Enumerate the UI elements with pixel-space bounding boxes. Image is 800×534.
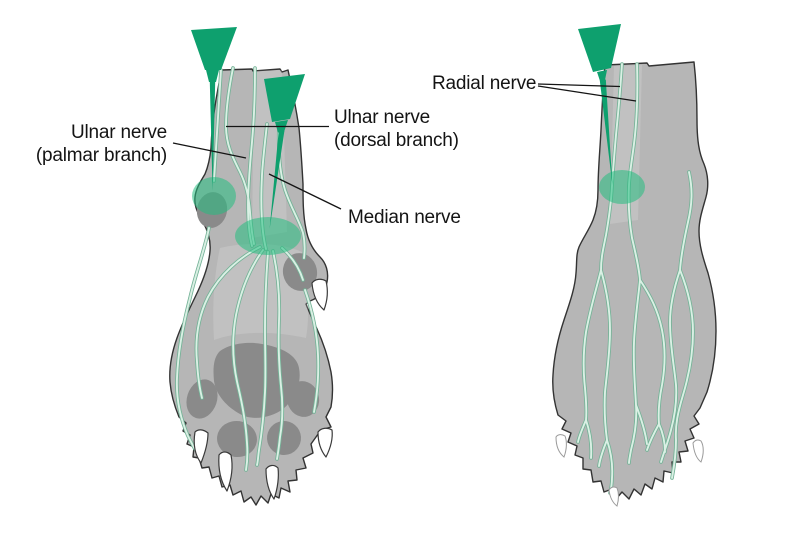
- syringe-body: [578, 24, 621, 72]
- claw: [555, 434, 567, 458]
- dewclaw: [311, 278, 328, 311]
- label-ulnar-palmar-line2: (palmar branch): [36, 145, 167, 166]
- label-ulnar-palmar-line1: Ulnar nerve: [71, 122, 167, 143]
- leader-line: [172, 142, 247, 159]
- claw: [265, 464, 279, 500]
- label-radial-nerve: Radial nerve: [432, 73, 536, 94]
- injection-site-highlight: [599, 170, 645, 204]
- syringe-body: [264, 74, 305, 122]
- syringe-needle: [599, 79, 613, 185]
- syringe-hub: [597, 70, 607, 81]
- annotations: Ulnar nerve (palmar branch) Ulnar nerve …: [36, 73, 637, 228]
- syringe-icon: [578, 24, 621, 185]
- claw: [193, 429, 209, 464]
- dorsal-view-paw: [552, 24, 717, 507]
- claw: [218, 451, 233, 492]
- injection-site-highlight: [235, 217, 301, 255]
- label-ulnar-dorsal-line2: (dorsal branch): [334, 130, 459, 151]
- label-ulnar-dorsal-line1: Ulnar nerve: [334, 107, 430, 128]
- claw: [608, 486, 619, 507]
- digital-pad: [286, 381, 320, 417]
- palmar-view-paw: [169, 27, 334, 506]
- syringe-hub: [206, 70, 219, 82]
- label-median-nerve: Median nerve: [348, 207, 461, 228]
- leader-line: [537, 83, 621, 88]
- claw: [692, 439, 704, 463]
- injection-site-highlight: [192, 177, 236, 215]
- claw: [317, 427, 333, 458]
- leader-line: [537, 85, 637, 102]
- syringe-needle: [269, 131, 285, 229]
- digital-pad: [267, 421, 301, 455]
- syringe-body: [191, 27, 237, 70]
- syringe-icon: [191, 27, 237, 191]
- leader-line: [268, 173, 342, 210]
- syringe-needle: [209, 82, 216, 191]
